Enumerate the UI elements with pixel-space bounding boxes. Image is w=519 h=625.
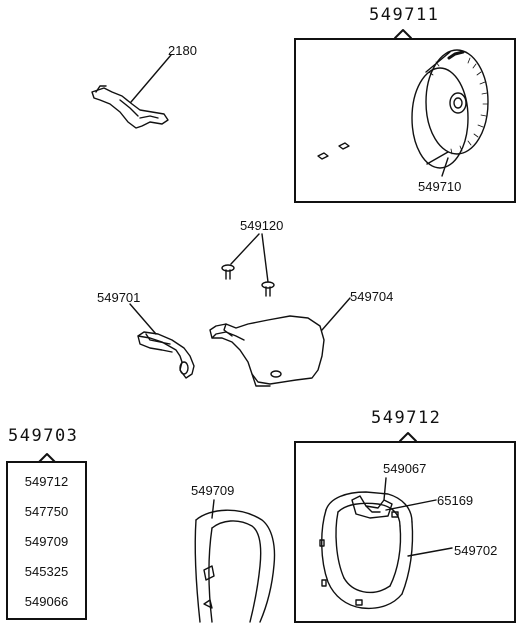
pin-parts xyxy=(317,142,350,160)
label-549702: 549702 xyxy=(454,543,498,558)
list-item: 549712 xyxy=(24,474,69,489)
kit-label-549711: 549711 xyxy=(369,5,440,25)
label-2180: 2180 xyxy=(168,43,197,58)
label-549120: 549120 xyxy=(240,218,284,233)
label-65169: 65169 xyxy=(437,493,474,508)
list-item: 549066 xyxy=(24,594,69,609)
kit-box-549711 xyxy=(294,38,516,203)
kit-label-549703: 549703 xyxy=(8,426,79,446)
label-549710: 549710 xyxy=(418,179,462,194)
hook-assembly-part-549702 xyxy=(319,477,453,610)
lever-part-2180 xyxy=(91,54,172,129)
label-549704: 549704 xyxy=(350,289,394,304)
screw-parts-549120 xyxy=(221,233,275,297)
kit-label-549712: 549712 xyxy=(371,408,442,428)
kit-box-549712 xyxy=(294,441,516,623)
kit-list-box-549703: 549712 547750 549709 545325 549066 xyxy=(6,461,87,620)
cover-part-549704 xyxy=(209,297,351,387)
label-549709: 549709 xyxy=(191,483,235,498)
bracket-part-549701 xyxy=(129,303,195,379)
label-549067: 549067 xyxy=(383,461,427,476)
label-549701: 549701 xyxy=(97,290,141,305)
list-item: 547750 xyxy=(24,504,69,519)
ring-part-549709 xyxy=(194,499,276,623)
list-item: 545325 xyxy=(24,564,69,579)
list-item: 549709 xyxy=(24,534,69,549)
dial-part-549710 xyxy=(411,49,489,177)
